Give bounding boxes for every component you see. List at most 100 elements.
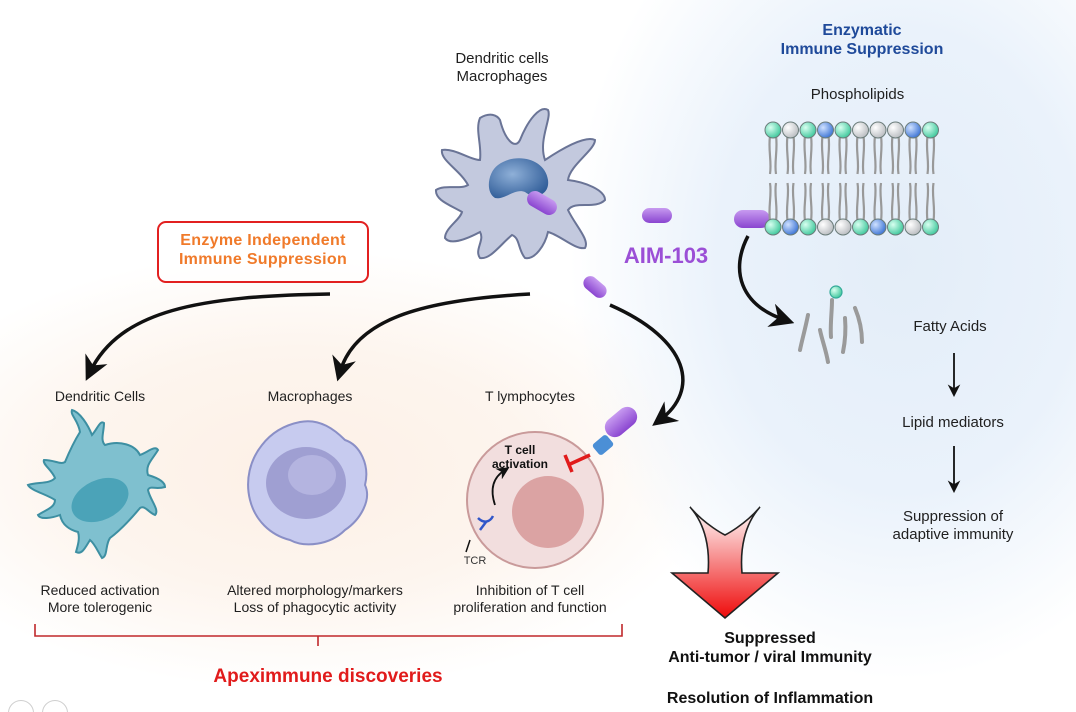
target-dendritic-cells-label: Dendritic Cells [54,388,146,404]
enzyme-independent-box [157,221,369,283]
lipid-tail [931,182,936,222]
lipid-tail [931,135,936,175]
lipid-tail [826,135,831,175]
dendritic-effect-line2: More tolerogenic [47,598,153,615]
lipid-tail [879,182,883,222]
t-cell-effect-line1: Inhibition of T cell [475,582,585,598]
top-cell-label-line1: Dendritic cells [455,50,549,67]
lipid-tail [844,182,848,222]
aim-103-molecules [583,208,770,298]
lipid-tail [896,135,901,175]
lipid-tail [861,182,866,222]
lipid-tail [873,135,877,175]
lipid-tail [826,182,831,222]
lipid-tail [879,135,883,175]
suppression-line1: Suppression of [902,508,1004,525]
lipid-tail [896,182,901,222]
outcome-line2: Anti-tumor / viral Immunity [668,648,872,666]
outcome-line1: Suppressed [724,630,816,647]
phospholipid-head [922,121,939,139]
t-cell-activation-label: T cell activation [480,443,560,471]
phospholipid-head [852,218,869,236]
lipid-tail [774,182,778,222]
outcome-line3: Resolution of Inflammation [666,690,874,707]
phospholipid-head [834,218,852,236]
lipid-tail [914,182,918,222]
apeximmune-discoveries-label: Apeximmune discoveries [213,666,443,687]
t-cell-effect-line2: proliferation and function [453,598,607,615]
phospholipid-head [782,218,799,236]
t-cell-activation-line1: T cell [504,443,536,457]
arrow-to-t-lymphocytes [609,303,685,426]
inhibition-symbol [563,453,591,473]
macrophage-effect-line1: Altered morphology/markers [227,582,403,598]
lipid-tail [785,182,790,222]
aim-103-bound-receptor [592,406,638,455]
dendritic-effect-line1: Reduced activation [40,582,160,598]
aim-103-label: AIM-103 [623,243,709,268]
lipid-tail [809,182,813,222]
lipid-tail [890,135,895,175]
phospholipid-head [852,121,869,139]
outcome-text: Suppressed Anti-tumor / viral Immunity [640,630,900,668]
phospholipid-head [887,218,904,236]
fatty-acids-label: Fatty Acids [913,318,987,335]
lipid-tail [908,135,912,175]
phospholipid-head [834,121,852,139]
lipid-tail [809,135,813,175]
target-macrophages-label: Macrophages [267,388,353,404]
lipid-tail [855,135,860,175]
top-cell-label-line2: Macrophages [456,67,548,85]
lipid-tail [855,182,860,222]
lipid-tail [925,135,930,175]
phospholipid-head [782,121,799,139]
lipid-tail [838,135,842,175]
phospholipid-head [904,121,922,139]
lipid-tail [925,182,930,222]
bracket [34,624,623,646]
flow-arrows [85,235,795,426]
outcome-arrow [669,506,781,620]
lipid-tail [803,182,807,222]
phospholipid-head [799,121,817,139]
aim-103-pill [734,210,770,228]
lipid-tail [838,182,842,222]
lipid-tail [844,135,848,175]
tcr-label: TCR [463,555,487,567]
enzymatic-title: Enzymatic Immune Suppression [760,22,964,60]
phospholipid-head [817,218,834,236]
lipid-tail [914,135,918,175]
enzyme-independent-title: Enzyme Independent Immune Suppression [157,232,369,270]
enzyme-independent-line1: Enzyme Independent [180,232,346,249]
phospholipid-head [764,121,782,139]
aim-103-pill [583,276,607,298]
lipid-tail [890,182,895,222]
dendritic-cell-illustration [26,408,167,560]
target-t-lymphocytes-label: T lymphocytes [485,388,575,404]
arrow-to-fatty-acids [737,235,795,327]
phospholipid-head [764,218,782,236]
lipid-tail [791,182,796,222]
phospholipid-head [887,121,904,139]
lipid-tail [768,135,772,175]
top-cell-label: Dendritic cells Macrophages [432,50,572,85]
enzyme-independent-line2: Immune Suppression [178,250,348,268]
t-cell-activation-line2: activation [491,457,548,472]
macrophage-effect-line2: Loss of phagocytic activity [233,598,397,615]
phospholipids-label: Phospholipids [810,86,905,103]
lipid-tail [908,182,912,222]
macrophage-effect: Altered morphology/markers Loss of phago… [205,582,425,615]
phospholipid-head [817,121,834,139]
dendritic-effect: Reduced activation More tolerogenic [10,582,190,615]
macrophage-illustration [247,420,368,546]
phospholipid-head [922,218,939,236]
arrow-to-macrophages [332,292,531,382]
enzymatic-title-line2: Immune Suppression [780,40,944,58]
aim-103-pill [642,208,672,223]
suppression-adaptive-label: Suppression of adaptive immunity [870,508,1036,543]
arrow-to-dendritic-cells [85,292,331,381]
lipid-tail [873,182,877,222]
t-lymphocyte-illustration [465,406,638,569]
